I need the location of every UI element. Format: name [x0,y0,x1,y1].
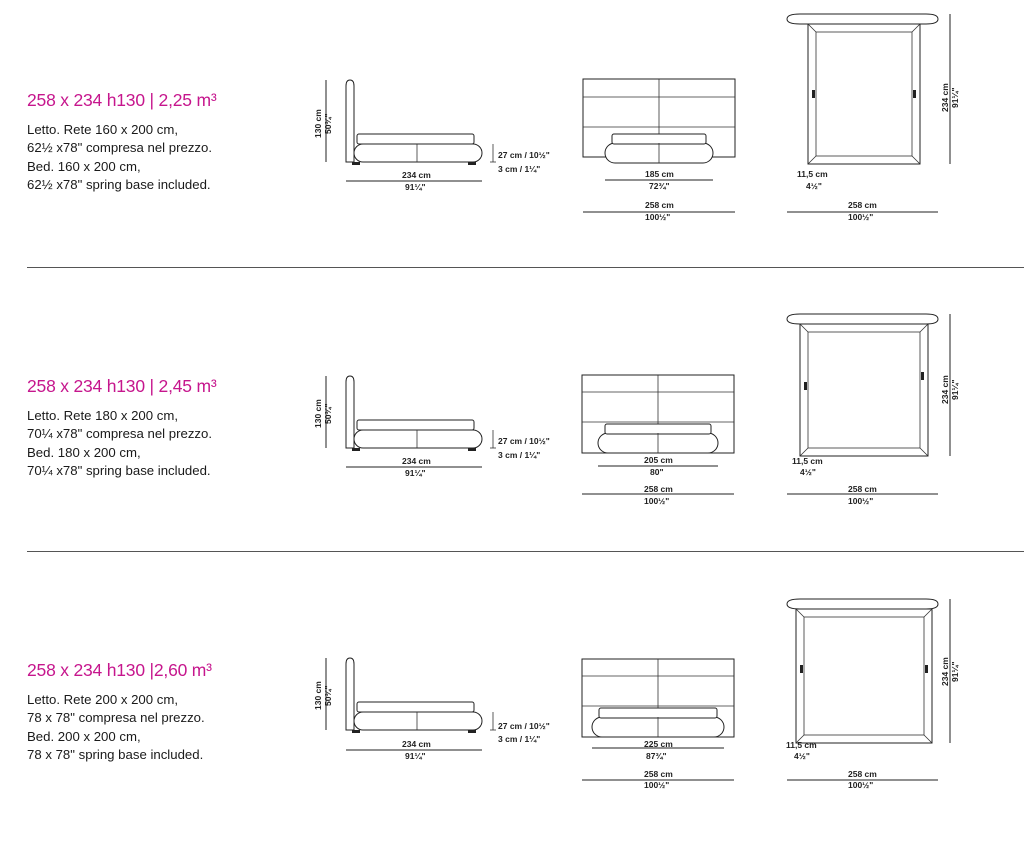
side-length-cm: 234 cm [402,456,431,466]
front-width-in: 100½" [644,780,669,790]
feet-height: 3 cm / 1¼" [498,734,540,744]
front-view-drawing [581,374,735,495]
top-view-drawing [786,598,951,781]
side-length-in: 91¼" [405,468,426,478]
side-length-cm: 234 cm [402,739,431,749]
feet-height: 3 cm / 1¼" [498,164,540,174]
spec-block: 258 x 234 h130 |2,60 m³ Letto. Rete 200 … [27,660,307,765]
top-width-cm: 258 cm [848,200,877,210]
technical-drawings: 130 cm 50¾" 234 cm 91¼" 27 cm / 10½" 3 c… [313,13,960,222]
top-view-drawing [786,13,951,213]
frame-width-in: 4½" [806,181,822,191]
front-width-cm: 258 cm [644,769,673,779]
side-height-in: 50¾" [323,403,333,424]
side-height-in: 50¾" [323,685,333,706]
front-inner-in: 80" [650,467,664,477]
feet-height: 3 cm / 1¼" [498,450,540,460]
spec-line: Letto. Rete 160 x 200 cm, [27,122,179,137]
spec-line: Bed. 180 x 200 cm, [27,444,141,460]
spec-line: Bed. 160 x 200 cm, [27,158,141,174]
top-depth-in: 91¼" [950,87,960,108]
spec-description: Letto. Rete 160 x 200 cm, 62½ x78" compr… [27,121,307,195]
frame-width-cm: 11,5 cm [786,740,817,750]
technical-drawings: 130 cm 50¾" 234 cm 91¼" 27 cm / 10½" 3 c… [313,313,960,506]
front-width-cm: 258 cm [644,484,673,494]
spec-block: 258 x 234 h130 | 2,45 m³ Letto. Rete 180… [27,376,307,481]
bed-variant-3: 258 x 234 h130 |2,60 m³ Letto. Rete 200 … [0,570,1024,850]
frame-width-in: 4½" [794,751,810,761]
front-view-drawing [581,658,735,781]
front-width-in: 100½" [644,496,669,506]
front-width-cm: 258 cm [645,200,674,210]
section-divider [27,267,1024,268]
spec-line: 78 x 78" compresa nel prezzo. [27,710,205,726]
section-divider [27,551,1024,552]
top-view-drawing [786,313,951,495]
spec-line: 70¼ x78" compresa nel prezzo. [27,426,213,442]
top-width-cm: 258 cm [848,484,877,494]
front-inner-cm: 185 cm [645,169,674,179]
spec-line: Letto. Rete 180 x 200 cm, [27,408,179,423]
spec-line: 62½ x78" spring base included. [27,177,211,193]
bed-variant-1: 258 x 234 h130 | 2,25 m³ Letto. Rete 160… [0,0,1024,280]
spec-description: Letto. Rete 180 x 200 cm, 70¼ x78" compr… [27,407,307,481]
front-inner-in: 87¾" [646,751,667,761]
front-inner-cm: 205 cm [644,455,673,465]
top-width-in: 100½" [848,496,873,506]
top-width-in: 100½" [848,212,873,222]
front-inner-cm: 225 cm [644,739,673,749]
side-view-drawing [325,657,496,751]
top-depth-cm: 234 cm [940,375,950,404]
side-height-cm: 130 cm [313,681,323,710]
side-height-in: 50¾" [323,113,333,134]
side-length-in: 91¼" [405,751,426,761]
frame-width-cm: 11,5 cm [792,456,823,466]
top-depth-cm: 234 cm [940,657,950,686]
technical-drawings: 130 cm 50¾" 234 cm 91¼" 27 cm / 10½" 3 c… [313,598,960,790]
top-width-in: 100½" [848,780,873,790]
side-length-cm: 234 cm [402,170,431,180]
spec-line: Letto. Rete 200 x 200 cm, [27,692,179,707]
front-inner-in: 72¾" [649,181,670,191]
front-view-drawing [582,78,736,213]
spec-line: Bed. 200 x 200 cm, [27,728,141,744]
base-height: 27 cm / 10½" [498,150,550,160]
spec-line: 70¼ x78" spring base included. [27,463,211,479]
side-view-drawing [325,79,496,182]
spec-description: Letto. Rete 200 x 200 cm, 78 x 78" compr… [27,691,307,765]
top-depth-in: 91¼" [950,379,960,400]
side-length-in: 91¼" [405,182,426,192]
top-depth-cm: 234 cm [940,83,950,112]
top-width-cm: 258 cm [848,769,877,779]
variant-title: 258 x 234 h130 | 2,45 m³ [27,376,217,396]
spec-line: 62½ x78" compresa nel prezzo. [27,140,213,156]
frame-width-cm: 11,5 cm [797,169,828,179]
spec-block: 258 x 234 h130 | 2,25 m³ Letto. Rete 160… [27,90,307,195]
variant-title: 258 x 234 h130 |2,60 m³ [27,660,212,680]
base-height: 27 cm / 10½" [498,721,550,731]
top-depth-in: 91¼" [950,661,960,682]
side-height-cm: 130 cm [313,399,323,428]
variant-title: 258 x 234 h130 | 2,25 m³ [27,90,217,110]
frame-width-in: 4½" [800,467,816,477]
front-width-in: 100½" [645,212,670,222]
bed-variant-2: 258 x 234 h130 | 2,45 m³ Letto. Rete 180… [0,286,1024,566]
spec-line: 78 x 78" spring base included. [27,747,204,763]
side-height-cm: 130 cm [313,109,323,138]
base-height: 27 cm / 10½" [498,436,550,446]
side-view-drawing [325,375,496,468]
